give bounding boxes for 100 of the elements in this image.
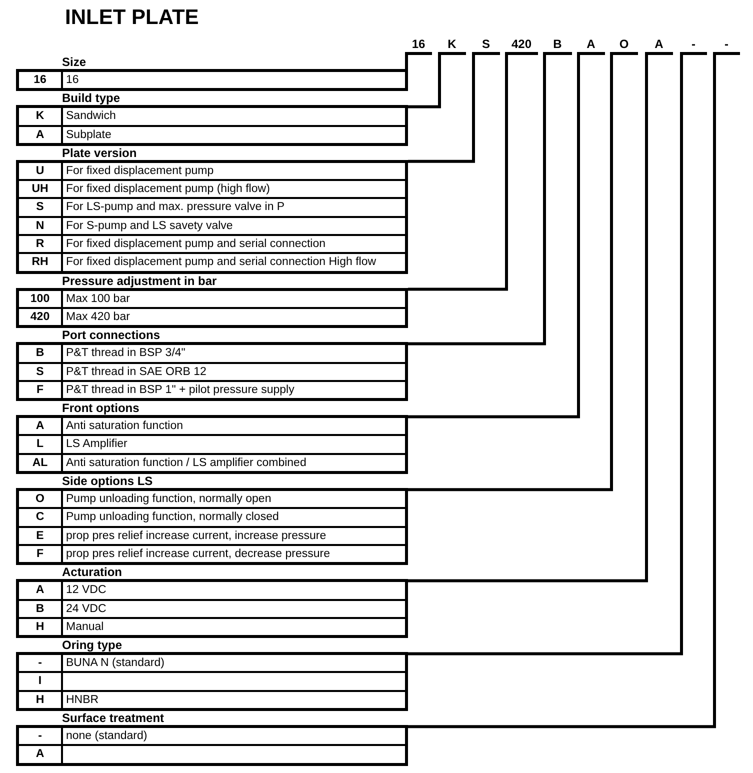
option-description: prop pres relief increase current, increase pressure <box>65 528 326 544</box>
option-description: HNBR <box>65 692 99 708</box>
table-row <box>19 234 405 252</box>
option-code: - <box>19 728 63 744</box>
option-description: BUNA N (standard) <box>65 656 164 672</box>
option-code: K <box>19 108 63 125</box>
connector-line <box>408 54 475 163</box>
table-row <box>19 197 405 216</box>
connector-line <box>408 54 613 492</box>
code-segment: A <box>577 36 605 55</box>
option-code: R <box>19 236 63 252</box>
table-heading: Plate version <box>61 146 138 160</box>
connector-line <box>408 54 441 108</box>
option-description: P&T thread in BSP 3/4" <box>65 346 186 362</box>
option-code: I <box>19 673 63 690</box>
code-segment: A <box>645 36 673 55</box>
option-description: Anti saturation function / LS amplifier combined <box>65 456 306 471</box>
option-code: N <box>19 218 63 234</box>
table-row <box>19 380 405 398</box>
connector-line <box>408 54 580 418</box>
option-code: - <box>19 655 63 672</box>
option-description: P&T thread in BSP 1" + pilot pressure supply <box>65 382 294 398</box>
option-code: 16 <box>19 72 63 88</box>
table-heading: Build type <box>61 91 122 106</box>
table-row <box>19 362 405 380</box>
table-row <box>19 216 405 234</box>
option-code: B <box>19 600 63 617</box>
table-row <box>19 544 405 562</box>
option-code: H <box>19 618 63 636</box>
option-description: Pump unloading function, normally closed <box>65 510 279 526</box>
option-description: Manual <box>65 620 104 635</box>
option-code: O <box>19 491 63 508</box>
option-description: Pump unloading function, normally open <box>65 492 272 508</box>
connector-line <box>408 54 683 656</box>
table-heading: Port connections <box>61 328 162 342</box>
option-code: AL <box>19 454 63 472</box>
option-description: 12 VDC <box>65 583 106 598</box>
option-description: prop pres relief increase current, decrease pressure <box>65 546 330 562</box>
option-code: A <box>19 418 63 434</box>
option-code: U <box>19 162 63 180</box>
code-segment: 420 <box>505 36 538 55</box>
option-description: For fixed displacement pump and serial connection <box>65 237 326 252</box>
option-code: L <box>19 436 63 453</box>
option-code: 100 <box>19 290 63 307</box>
option-description: For fixed displacement pump and serial connection High flow <box>65 255 376 270</box>
option-description: Sandwich <box>65 109 116 124</box>
option-description: Anti saturation function <box>65 419 183 434</box>
table-heading: Side options LS <box>61 474 154 488</box>
connector-line <box>408 54 508 291</box>
option-description: For fixed displacement pump <box>65 164 214 179</box>
option-description: For fixed displacement pump (high flow) <box>65 182 270 198</box>
table-row <box>19 616 405 636</box>
code-segment: B <box>543 36 572 55</box>
option-description: For S-pump and LS savety valve <box>65 218 233 234</box>
table-row <box>19 252 405 271</box>
code-segment: 16 <box>405 36 432 55</box>
table-row <box>19 507 405 526</box>
table-row <box>19 179 405 198</box>
code-segment: O <box>610 36 638 55</box>
code-segment: - <box>713 36 740 55</box>
option-code: S <box>19 364 63 380</box>
option-code: F <box>19 382 63 398</box>
option-code: C <box>19 509 63 526</box>
option-description: For LS-pump and max. pressure valve in P <box>65 200 285 216</box>
option-code: S <box>19 199 63 216</box>
table-row <box>19 124 405 143</box>
option-code: E <box>19 528 63 544</box>
option-description: Max 420 bar <box>65 310 130 325</box>
table-row <box>19 690 405 708</box>
option-code: UH <box>19 181 63 198</box>
table-heading: Acturation <box>61 565 123 580</box>
option-code: 420 <box>19 308 63 326</box>
option-code: F <box>19 546 63 562</box>
option-description: P&T thread in SAE ORB 12 <box>65 364 206 380</box>
option-description: 16 <box>65 73 79 88</box>
option-code: RH <box>19 254 63 271</box>
table-row <box>19 598 405 617</box>
connector-line <box>408 54 648 582</box>
title: INLET PLATE <box>65 6 199 30</box>
table-heading: Pressure adjustment in bar <box>61 274 218 288</box>
table-row <box>19 306 405 326</box>
option-code: A <box>19 746 63 763</box>
option-description: Max 100 bar <box>65 292 130 307</box>
table-heading: Front options <box>61 401 140 416</box>
table-row <box>19 434 405 453</box>
table-heading: Surface treatment <box>61 711 166 726</box>
code-segment: S <box>472 36 500 55</box>
code-segment: - <box>680 36 707 55</box>
option-code: A <box>19 126 63 143</box>
option-description: none (standard) <box>65 729 148 744</box>
table-row <box>19 526 405 544</box>
connector-line <box>405 54 408 72</box>
option-description: 24 VDC <box>65 602 106 617</box>
connector-line <box>408 54 546 346</box>
option-description: Subplate <box>65 128 112 143</box>
option-code: A <box>19 582 63 599</box>
option-code: H <box>19 692 63 708</box>
code-segment: K <box>438 36 466 55</box>
option-description: LS Amplifier <box>65 437 128 452</box>
table-heading: Oring type <box>61 638 124 652</box>
